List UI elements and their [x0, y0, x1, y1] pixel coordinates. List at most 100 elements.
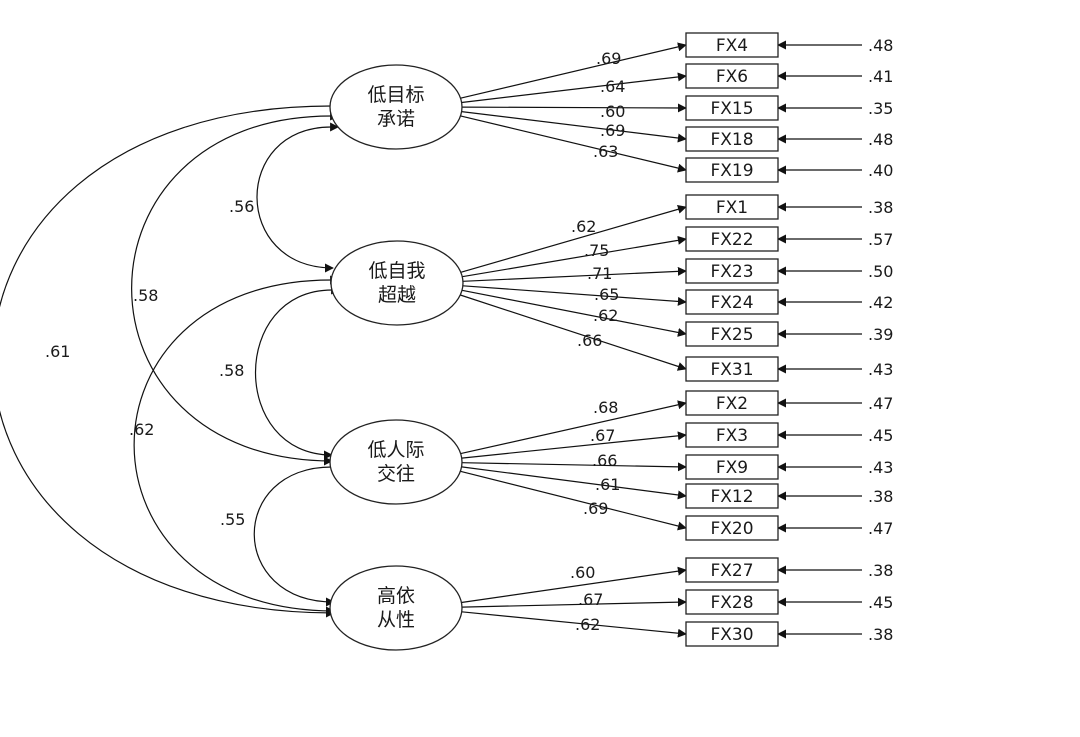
error-value-fx18: .48	[868, 130, 893, 149]
indicator-fx23: FX23	[685, 258, 779, 284]
indicator-box	[685, 32, 779, 58]
indicator-label: FX9	[716, 458, 748, 478]
loading-value-fx6: .64	[600, 77, 625, 96]
error-value-fx19: .40	[868, 161, 893, 180]
indicator-label: FX4	[716, 36, 748, 56]
loading-path-fx1	[460, 204, 687, 273]
indicator-fx24: FX24	[685, 289, 779, 315]
latent-factor-low-self-transcendence: 低自我 超越	[330, 240, 464, 326]
indicator-label: FX23	[710, 262, 753, 282]
correlation-layer: .56.58.55.58.62.61	[0, 101, 341, 618]
error-value-fx24: .42	[868, 293, 893, 312]
error-value-fx4: .48	[868, 36, 893, 55]
loading-path-fx2	[460, 400, 687, 455]
loading-path-fx23	[462, 266, 687, 282]
indicator-fx4: FX4	[685, 32, 779, 58]
loading-path-fx24	[462, 285, 687, 306]
loading-path-fx15	[461, 103, 687, 113]
loading-path-fx4	[460, 42, 687, 99]
indicator-fx18: FX18	[685, 126, 779, 152]
latent-factor-high-dependence: 高依 从性	[329, 565, 463, 651]
indicator-fx22: FX22	[685, 226, 779, 252]
loading-path-fx31	[460, 294, 687, 371]
loading-path-fx30	[461, 611, 687, 638]
error-value-fx25: .39	[868, 325, 893, 344]
indicator-layer: FX4FX6FX15FX18FX19FX1FX22FX23FX24FX25FX3…	[685, 32, 779, 647]
indicator-box	[685, 557, 779, 583]
indicator-label: FX6	[716, 67, 748, 87]
loading-value-fx18: .69	[600, 121, 625, 140]
indicator-fx19: FX19	[685, 157, 779, 183]
corr-l1-l4-value: .61	[45, 342, 70, 361]
error-value-fx22: .57	[868, 230, 893, 249]
latent-label-line2: 交往	[377, 463, 415, 485]
loading-value-fx20: .69	[583, 499, 608, 518]
loading-value-fx27: .60	[570, 563, 595, 582]
error-value-fx27: .38	[868, 561, 893, 580]
corr-l1-l4-arc	[0, 101, 340, 618]
indicator-label: FX2	[716, 394, 748, 414]
latent-label-line2: 承诺	[377, 108, 415, 130]
error-value-fx6: .41	[868, 67, 893, 86]
indicator-fx15: FX15	[685, 95, 779, 121]
indicator-fx20: FX20	[685, 515, 779, 541]
loading-value-fx2: .68	[593, 398, 618, 417]
indicator-box	[685, 390, 779, 416]
corr-l1-l3-value: .58	[133, 286, 158, 305]
indicator-label: FX1	[716, 198, 748, 218]
corr-l1-l2-value: .56	[229, 197, 254, 216]
indicator-box	[685, 226, 779, 252]
loading-value-fx1: .62	[571, 217, 596, 236]
error-value-fx9: .43	[868, 458, 893, 477]
error-value-fx3: .45	[868, 426, 893, 445]
indicator-fx2: FX2	[685, 390, 779, 416]
indicator-fx1: FX1	[685, 194, 779, 220]
indicator-fx12: FX12	[685, 483, 779, 509]
latent-factor-low-interpersonal: 低人际 交往	[329, 419, 463, 505]
loading-path-fx22	[462, 235, 687, 278]
indicator-label: FX18	[710, 130, 753, 150]
indicator-fx9: FX9	[685, 454, 779, 480]
loading-value-fx28: .67	[578, 590, 603, 609]
indicator-fx31: FX31	[685, 356, 779, 382]
loading-value-fx23: .71	[587, 264, 612, 283]
indicator-fx28: FX28	[685, 589, 779, 615]
loading-value-fx25: .62	[593, 306, 618, 325]
indicator-box	[685, 356, 779, 382]
loading-path-fx3	[461, 431, 687, 459]
error-value-fx15: .35	[868, 99, 893, 118]
latent-label-line2: 从性	[377, 609, 415, 631]
loading-value-fx12: .61	[595, 475, 620, 494]
loading-path-fx9	[461, 462, 687, 472]
loading-value-fx22: .75	[584, 241, 609, 260]
loading-value-fx3: .67	[590, 426, 615, 445]
loading-path-fx19	[460, 115, 687, 173]
loading-value-fx30: .62	[575, 615, 600, 634]
loading-value-fx9: .66	[592, 451, 617, 470]
loading-value-fx24: .65	[594, 285, 619, 304]
corr-l2-l3-arc	[254, 285, 341, 460]
error-value-fx31: .43	[868, 360, 893, 379]
latent-label-line2: 超越	[378, 284, 416, 306]
indicator-box	[685, 126, 779, 152]
corr-l3-l4-arc	[253, 462, 341, 607]
loading-value-fx31: .66	[577, 331, 602, 350]
latent-label-line1: 低自我	[368, 260, 425, 282]
indicator-box	[685, 483, 779, 509]
loading-path-fx6	[461, 72, 687, 104]
loading-path-fx28	[461, 597, 687, 608]
latent-label-line1: 低人际	[367, 439, 424, 461]
loading-value-fx19: .63	[593, 142, 618, 161]
indicator-label: FX20	[710, 519, 753, 539]
error-value-fx28: .45	[868, 593, 893, 612]
indicator-fx25: FX25	[685, 321, 779, 347]
indicator-box	[685, 289, 779, 315]
indicator-box	[685, 194, 779, 220]
corr-l2-l3-value: .58	[219, 361, 244, 380]
loading-layer: .69 .64 .60 .69 .63 .62 .75 .71 .65 .62 .66 .68 .67.…	[460, 42, 687, 638]
indicator-label: FX28	[710, 593, 753, 613]
indicator-label: FX15	[710, 99, 753, 119]
loading-path-fx18	[461, 111, 687, 143]
indicator-label: FX31	[710, 360, 753, 380]
